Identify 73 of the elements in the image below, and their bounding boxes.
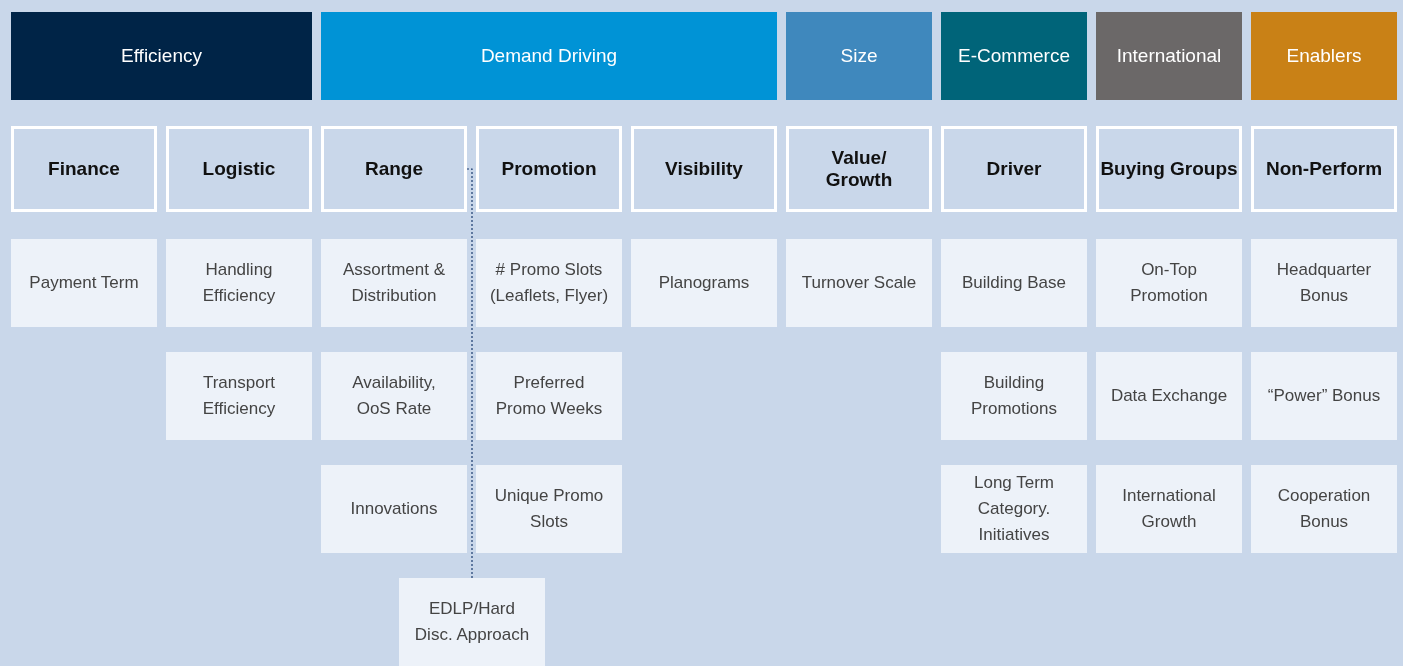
item-box xyxy=(476,465,622,553)
item-box xyxy=(786,239,932,327)
item-box xyxy=(321,239,467,327)
item-label: Headquarter Bonus xyxy=(1275,259,1373,307)
item-label: Payment Term xyxy=(29,272,139,294)
subcategory-label: Visibility xyxy=(665,158,743,180)
subcategory-label: Value/ Growth xyxy=(824,147,894,191)
item-box xyxy=(631,239,777,327)
category-header xyxy=(941,12,1087,100)
header-label: Demand Driving xyxy=(480,45,618,67)
header-label: Efficiency xyxy=(121,45,202,67)
item-label: Building Promotions xyxy=(970,372,1058,420)
item-box xyxy=(399,578,545,666)
subcategory-box xyxy=(786,126,932,212)
category-header xyxy=(1096,12,1242,100)
subcategory-label: Range xyxy=(364,158,424,180)
item-label: Unique Promo Slots xyxy=(493,485,605,533)
item-label: On-Top Promotion xyxy=(1129,259,1209,307)
item-box xyxy=(166,352,312,440)
item-label: International Growth xyxy=(1121,485,1217,533)
item-label: # Promo Slots (Leaflets, Flyer) xyxy=(488,259,610,307)
subcategory-label: Finance xyxy=(48,158,120,180)
subcategory-label: Buying Groups xyxy=(1100,158,1238,180)
item-label: Long Term Category. Initiatives xyxy=(973,472,1055,546)
category-header xyxy=(321,12,777,100)
header-label: E-Commerce xyxy=(958,45,1070,67)
subcategory-box xyxy=(321,126,467,212)
item-label: Building Base xyxy=(962,272,1066,294)
item-label: Turnover Scale xyxy=(801,272,917,294)
item-label: Planograms xyxy=(658,272,750,294)
item-box xyxy=(1251,352,1397,440)
item-box xyxy=(1096,239,1242,327)
item-box xyxy=(476,352,622,440)
subcategory-box xyxy=(11,126,157,212)
subcategory-box xyxy=(631,126,777,212)
item-box xyxy=(1251,239,1397,327)
leader-line xyxy=(466,168,473,579)
subcategory-label: Driver xyxy=(986,158,1042,180)
category-header xyxy=(11,12,312,100)
subcategory-box xyxy=(1251,126,1397,212)
header-label: Enablers xyxy=(1286,45,1362,67)
item-label: Handling Efficiency xyxy=(201,259,277,307)
category-header xyxy=(786,12,932,100)
header-label: International xyxy=(1116,45,1222,67)
item-label: EDLP/Hard Disc. Approach xyxy=(413,598,531,646)
item-box xyxy=(321,352,467,440)
subcategory-box xyxy=(166,126,312,212)
item-box xyxy=(1251,465,1397,553)
item-box xyxy=(166,239,312,327)
item-label: Preferred Promo Weeks xyxy=(494,372,604,420)
item-box xyxy=(941,465,1087,553)
header-label: Size xyxy=(840,45,878,67)
item-box xyxy=(941,352,1087,440)
item-label: Data Exchange xyxy=(1110,385,1228,407)
item-box xyxy=(1096,352,1242,440)
item-box xyxy=(941,239,1087,327)
subcategory-box xyxy=(476,126,622,212)
item-box xyxy=(11,239,157,327)
item-label: “Power” Bonus xyxy=(1267,385,1381,407)
item-box xyxy=(1096,465,1242,553)
item-box xyxy=(321,465,467,553)
category-header xyxy=(1251,12,1397,100)
item-box xyxy=(476,239,622,327)
item-label: Innovations xyxy=(350,498,438,520)
subcategory-label: Non-Perform xyxy=(1265,158,1383,180)
item-label: Availability, OoS Rate xyxy=(351,372,437,420)
subcategory-box xyxy=(1096,126,1242,212)
item-label: Assortment & Distribution xyxy=(341,259,446,307)
subcategory-label: Promotion xyxy=(501,158,597,180)
subcategory-label: Logistic xyxy=(202,158,276,180)
item-label: Cooperation Bonus xyxy=(1276,485,1372,533)
item-label: Transport Efficiency xyxy=(201,372,277,420)
subcategory-box xyxy=(941,126,1087,212)
